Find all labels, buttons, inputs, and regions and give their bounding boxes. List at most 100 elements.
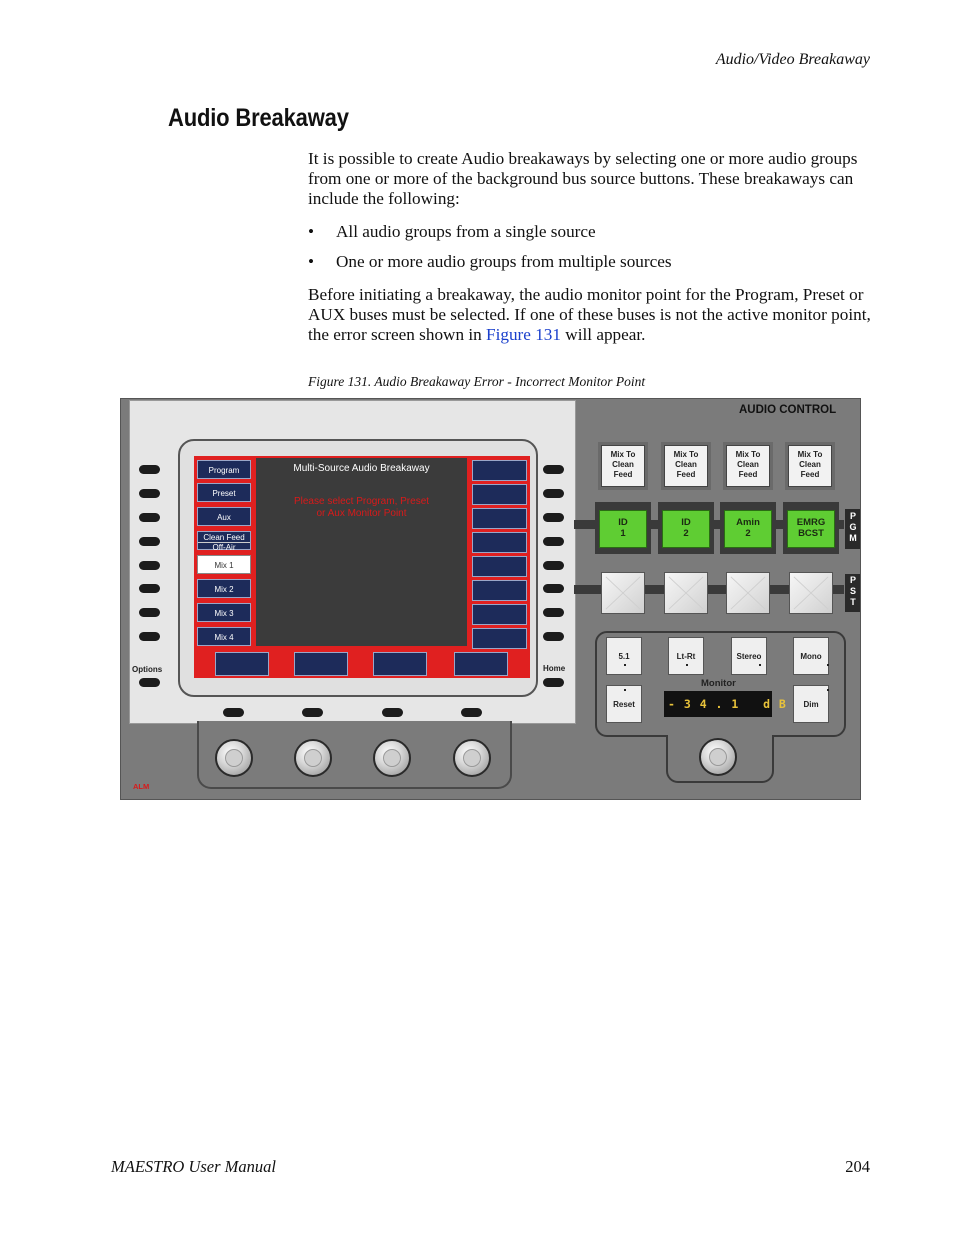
button-label: Reset: [613, 700, 635, 709]
lcd-right-button[interactable]: [472, 556, 527, 577]
bottom-soft-button[interactable]: [302, 708, 323, 717]
options-button[interactable]: [139, 678, 160, 687]
lcd-bottom-button[interactable]: [294, 652, 348, 676]
button-line: Feed: [613, 470, 633, 479]
bottom-soft-button[interactable]: [461, 708, 482, 717]
program-button[interactable]: Program: [197, 460, 251, 479]
right-side-button[interactable]: [543, 537, 564, 546]
right-side-button[interactable]: [543, 465, 564, 474]
lcd-right-button[interactable]: [472, 508, 527, 529]
button-label: 5.1: [618, 652, 630, 661]
led-dot-icon: [759, 664, 761, 666]
left-side-button[interactable]: [139, 489, 160, 498]
aux-button[interactable]: Aux: [197, 507, 251, 526]
button-line: Feed: [676, 470, 696, 479]
tab-letter: P: [849, 575, 856, 585]
figure-link[interactable]: Figure 131: [486, 325, 561, 344]
bullet-item: •All audio groups from a single source: [308, 222, 596, 242]
bottom-soft-button[interactable]: [223, 708, 244, 717]
lcd-right-button[interactable]: [472, 484, 527, 505]
button-line: Mix To: [735, 450, 761, 459]
rotary-knob[interactable]: [215, 739, 253, 777]
monitor-level-knob[interactable]: [699, 738, 737, 776]
mix-1-button[interactable]: Mix 1: [197, 555, 251, 574]
button-line: Mix To: [673, 450, 699, 459]
mix-3-button[interactable]: Mix 3: [197, 603, 251, 622]
lcd-bottom-button[interactable]: [454, 652, 508, 676]
monitor-label: Monitor: [701, 678, 736, 689]
mix-4-button[interactable]: Mix 4: [197, 627, 251, 646]
left-side-button[interactable]: [139, 608, 160, 617]
monitor-mono-button[interactable]: Mono: [793, 637, 829, 675]
button-label: Stereo: [736, 652, 762, 661]
right-side-button[interactable]: [543, 632, 564, 641]
button-line: Clean: [737, 460, 759, 469]
lcd-right-button[interactable]: [472, 460, 527, 481]
knob-cap-icon: [709, 748, 727, 766]
bottom-soft-button[interactable]: [382, 708, 403, 717]
monitor-5-1-button[interactable]: 5.1: [606, 637, 642, 675]
monitor-lt-rt-button[interactable]: Lt-Rt: [668, 637, 704, 675]
pst-source-button[interactable]: [789, 572, 833, 614]
rotary-knob[interactable]: [294, 739, 332, 777]
rotary-knob[interactable]: [373, 739, 411, 777]
right-side-button[interactable]: [543, 608, 564, 617]
pst-source-button[interactable]: [601, 572, 645, 614]
lcd-bottom-button[interactable]: [373, 652, 427, 676]
rotary-knob[interactable]: [453, 739, 491, 777]
pst-source-button[interactable]: [726, 572, 770, 614]
home-button[interactable]: [543, 678, 564, 687]
left-side-button[interactable]: [139, 465, 160, 474]
led-dot-icon: [624, 664, 626, 666]
pst-source-button[interactable]: [664, 572, 708, 614]
breakaway-paragraph: Before initiating a breakaway, the audio…: [308, 285, 878, 345]
monitor-stereo-button[interactable]: Stereo: [731, 637, 767, 675]
right-side-button[interactable]: [543, 561, 564, 570]
lcd-right-button[interactable]: [472, 604, 527, 625]
lcd-right-button[interactable]: [472, 532, 527, 553]
lcd-title: Multi-Source Audio Breakaway: [293, 463, 430, 474]
right-side-button[interactable]: [543, 489, 564, 498]
preset-button[interactable]: Preset: [197, 483, 251, 502]
pst-bus-band: [574, 585, 844, 594]
button-label: Mono: [800, 652, 822, 661]
paragraph-text-end: will appear.: [560, 325, 646, 344]
manual-title: MAESTRO User Manual: [111, 1157, 276, 1176]
options-label: Options: [132, 665, 163, 674]
audio-control-figure: Options Home Program Preset Aux Clean Fe…: [120, 398, 861, 800]
right-side-button[interactable]: [543, 584, 564, 593]
bullet-dot-icon: •: [308, 222, 315, 241]
button-line: ID: [681, 517, 691, 528]
right-side-button[interactable]: [543, 513, 564, 522]
left-side-button[interactable]: [139, 632, 160, 641]
lcd-right-button[interactable]: [472, 580, 527, 601]
button-label: Dim: [803, 700, 819, 709]
button-line: Clean: [612, 460, 634, 469]
mix-2-button[interactable]: Mix 2: [197, 579, 251, 598]
left-side-button[interactable]: [139, 513, 160, 522]
lcd-right-button[interactable]: [472, 628, 527, 649]
pst-x-icon: [605, 576, 641, 610]
pst-x-icon: [668, 576, 704, 610]
reset-button[interactable]: Reset: [606, 685, 642, 723]
db-level-readout: - 3 4 . 1 d B: [664, 691, 786, 717]
button-line: Feed: [738, 470, 758, 479]
left-side-button[interactable]: [139, 561, 160, 570]
button-line: Amin: [736, 517, 760, 528]
clean-feed-off-air-button[interactable]: Clean Feed Off-Air: [197, 531, 251, 552]
left-side-button[interactable]: [139, 584, 160, 593]
dim-button[interactable]: Dim: [793, 685, 829, 723]
tab-letter: G: [849, 522, 857, 532]
left-side-button[interactable]: [139, 537, 160, 546]
lcd-bottom-button[interactable]: [215, 652, 269, 676]
bullet-text: One or more audio groups from multiple s…: [336, 252, 672, 271]
tab-letter: M: [849, 533, 857, 543]
